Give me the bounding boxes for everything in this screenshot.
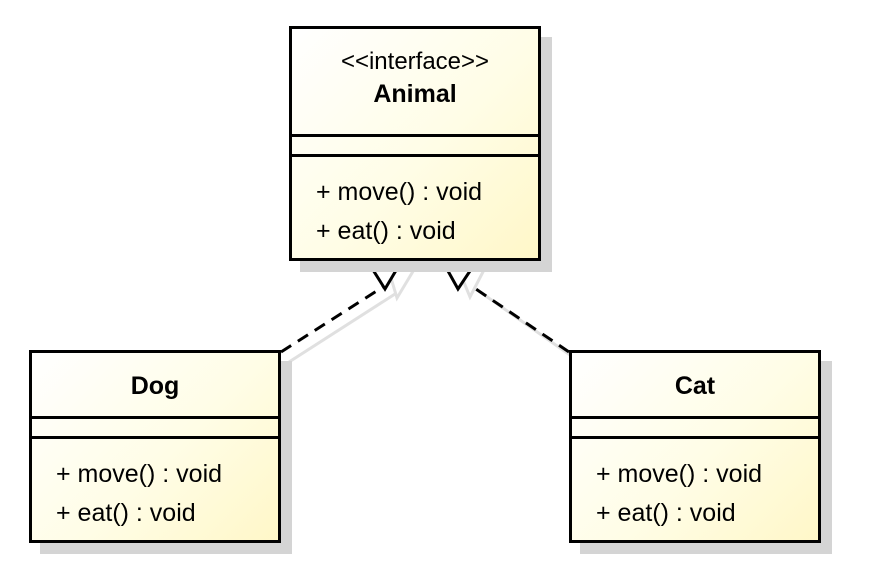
class-name: Animal (373, 80, 457, 108)
operation-move: + move() : void (596, 460, 763, 488)
operation-move: + move() : void (56, 460, 223, 488)
class-cat[interactable]: Cat + move() : void + eat() : void (569, 350, 821, 543)
realization-arrowhead-cat (440, 260, 479, 292)
class-stereotype: <<interface>> (340, 48, 490, 75)
operations-compartment: + move() : void + eat() : void (292, 157, 538, 251)
operation-eat: + eat() : void (316, 217, 456, 245)
operations-compartment: + move() : void + eat() : void (572, 439, 818, 533)
class-header: Dog (32, 353, 278, 416)
class-header: <<interface>> Animal (292, 29, 538, 134)
operations-compartment: + move() : void + eat() : void (32, 439, 278, 533)
operation-move: + move() : void (316, 178, 483, 206)
class-dog[interactable]: Dog + move() : void + eat() : void (29, 350, 281, 543)
realization-cat-animal (440, 260, 570, 354)
class-name: Dog (130, 372, 180, 400)
realization-arrowhead-dog (365, 260, 404, 292)
attributes-compartment (32, 416, 278, 439)
class-animal[interactable]: <<interface>> Animal + move() : void + e… (289, 26, 541, 261)
class-header: Cat (572, 353, 818, 416)
attributes-compartment (572, 416, 818, 439)
realization-line-dog (280, 283, 387, 354)
realization-dog-animal (280, 260, 404, 354)
operation-eat: + eat() : void (596, 499, 736, 527)
class-name: Cat (674, 372, 716, 400)
operation-eat: + eat() : void (56, 499, 196, 527)
edge-shadows (288, 266, 581, 364)
attributes-compartment (292, 134, 538, 157)
